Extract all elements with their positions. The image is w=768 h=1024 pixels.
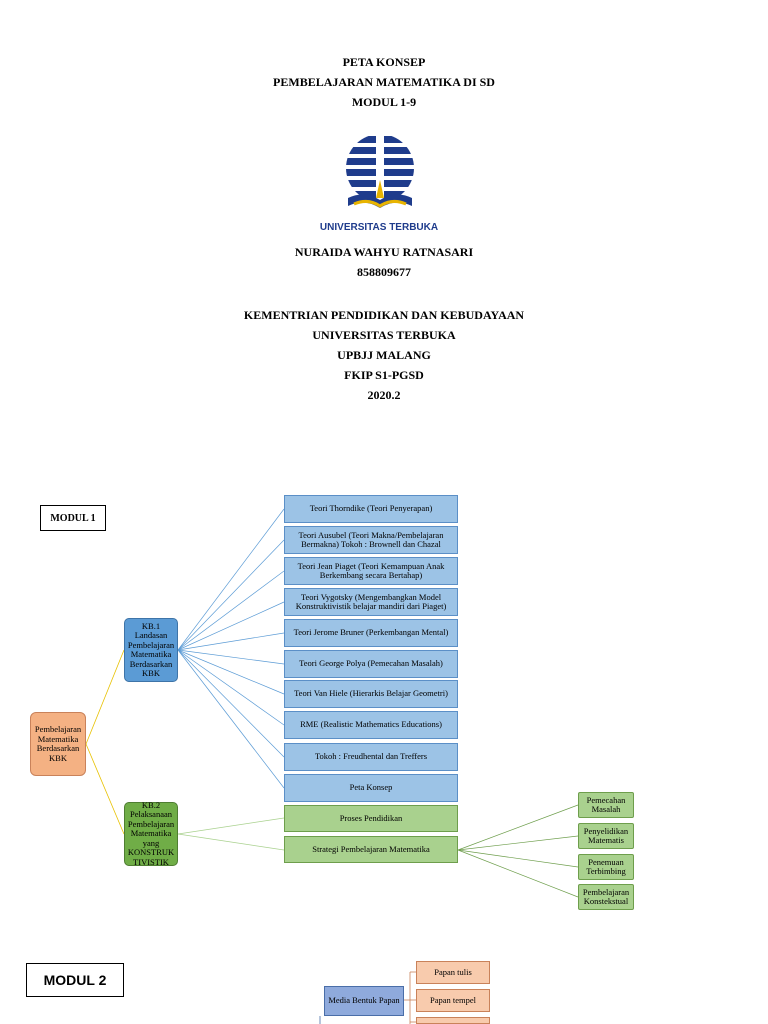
kb1-item: Peta Konsep (284, 774, 458, 802)
author-nim: 858809677 (357, 265, 411, 279)
kb1-item: Teori Jean Piaget (Teori Kemampuan Anak … (284, 557, 458, 585)
institution-block: KEMENTRIAN PENDIDIKAN DAN KEBUDAYAAN UNI… (0, 305, 768, 405)
media-item (416, 1017, 490, 1024)
kb1-item: Teori Vygotsky (Mengembangkan Model Kons… (284, 588, 458, 616)
institution-line: 2020.2 (367, 388, 401, 402)
cover-title-line: MODUL 1-9 (351, 95, 417, 109)
institution-line: UNIVERSITAS TERBUKA (312, 328, 456, 342)
strategi-item: Pemecahan Masalah (578, 792, 634, 818)
strategi-item: Penyelidikan Matematis (578, 823, 634, 849)
kb1-item: Teori Ausubel (Teori Makna/Pembelajaran … (284, 526, 458, 554)
cover-title-line: PEMBELAJARAN MATEMATIKA DI SD (273, 75, 495, 89)
kb1-item: Teori Jerome Bruner (Perkembangan Mental… (284, 619, 458, 647)
cover-title-line: PETA KONSEP (342, 55, 426, 69)
kb1-item: RME (Realistic Mathematics Educations) (284, 711, 458, 739)
kb1-node: KB.1 Landasan Pembelajaran Matematika Be… (124, 618, 178, 682)
institution-line: UPBJJ MALANG (337, 348, 431, 362)
author-block: NURAIDA WAHYU RATNASARI 858809677 (0, 242, 768, 282)
logo-emblem-icon: UNIVERSITAS TERBUKA (320, 134, 438, 233)
kb1-item: Teori Van Hiele (Hierarkis Belajar Geome… (284, 680, 458, 708)
strategi-item: Pembelajaran Konstekstual (578, 884, 634, 910)
modul-2-label: MODUL 2 (26, 963, 124, 997)
kb1-item: Tokoh : Freudhental dan Treffers (284, 743, 458, 771)
universitas-terbuka-logo: UNIVERSITAS TERBUKA (318, 130, 440, 238)
institution-line: KEMENTRIAN PENDIDIKAN DAN KEBUDAYAAN (243, 308, 525, 322)
cover-title: PETA KONSEP PEMBELAJARAN MATEMATIKA DI S… (0, 52, 768, 112)
kb2-item: Proses Pendidikan (284, 805, 458, 832)
institution-line: FKIP S1-PGSD (344, 368, 424, 382)
media-node: Media Bentuk Papan (324, 986, 404, 1016)
root-node: Pembelajaran Matematika Berdasarkan KBK (30, 712, 86, 776)
kb2-node: KB.2 Pelaksanaan Pembelajaran Matematika… (124, 800, 178, 867)
kb2-item: Strategi Pembelajaran Matematika (284, 836, 458, 863)
modul-1-label: MODUL 1 (40, 505, 106, 531)
author-name: NURAIDA WAHYU RATNASARI (294, 245, 474, 259)
kb1-item: Teori George Polya (Pemecahan Masalah) (284, 650, 458, 678)
media-item: Papan tulis (416, 961, 490, 984)
logo-text: UNIVERSITAS TERBUKA (320, 222, 438, 233)
kb1-item: Teori Thorndike (Teori Penyerapan) (284, 495, 458, 523)
media-item: Papan tempel (416, 989, 490, 1012)
strategi-item: Penemuan Terbimbing (578, 854, 634, 880)
